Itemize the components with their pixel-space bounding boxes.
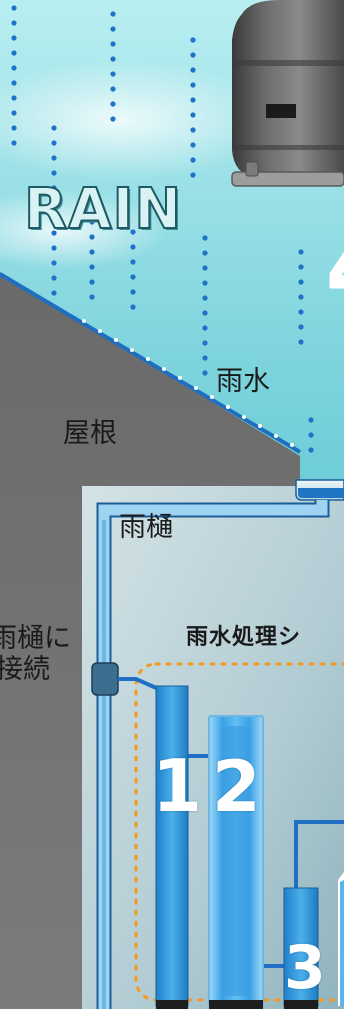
tank-outlet-pipe — [231, 171, 344, 187]
roof-edge-line — [0, 272, 302, 454]
rain-column — [308, 417, 314, 453]
rain-column — [298, 249, 304, 345]
stage-number-3: 3 — [284, 933, 326, 1003]
rain-column — [202, 235, 208, 376]
partial-step-glyph: 4 — [326, 217, 344, 322]
rain-column — [130, 229, 136, 310]
rooftop-tank — [231, 0, 344, 187]
rain-column — [110, 11, 116, 122]
filter-column-4-partial — [338, 872, 344, 1006]
pipe-connector — [91, 662, 119, 696]
stage-number-2: 2 — [212, 746, 261, 828]
label-connect-line1: 雨樋に — [0, 623, 71, 654]
rain-logo: RAIN — [23, 177, 183, 242]
rain-column — [190, 37, 196, 178]
label-rainwater: 雨水 — [216, 366, 270, 397]
filter-column-3 — [283, 887, 319, 1009]
rain-column — [11, 5, 17, 146]
cloud-highlight-2 — [0, 190, 170, 270]
label-system-title: 雨水処理シ — [186, 624, 302, 650]
rain-drops — [11, 5, 314, 453]
filter-column-2 — [208, 715, 264, 1009]
label-gutter: 雨樋 — [119, 512, 173, 543]
label-roof: 屋根 — [63, 418, 117, 449]
stage-number-1: 1 — [152, 744, 203, 828]
label-connect-line2: 接続 — [0, 654, 50, 685]
roof — [0, 272, 302, 1009]
tank-window — [266, 104, 296, 118]
rain-column — [89, 219, 95, 300]
cloud-highlight — [0, 60, 280, 180]
filter-column-1 — [155, 685, 189, 1009]
gutter-assembly — [91, 479, 344, 1009]
